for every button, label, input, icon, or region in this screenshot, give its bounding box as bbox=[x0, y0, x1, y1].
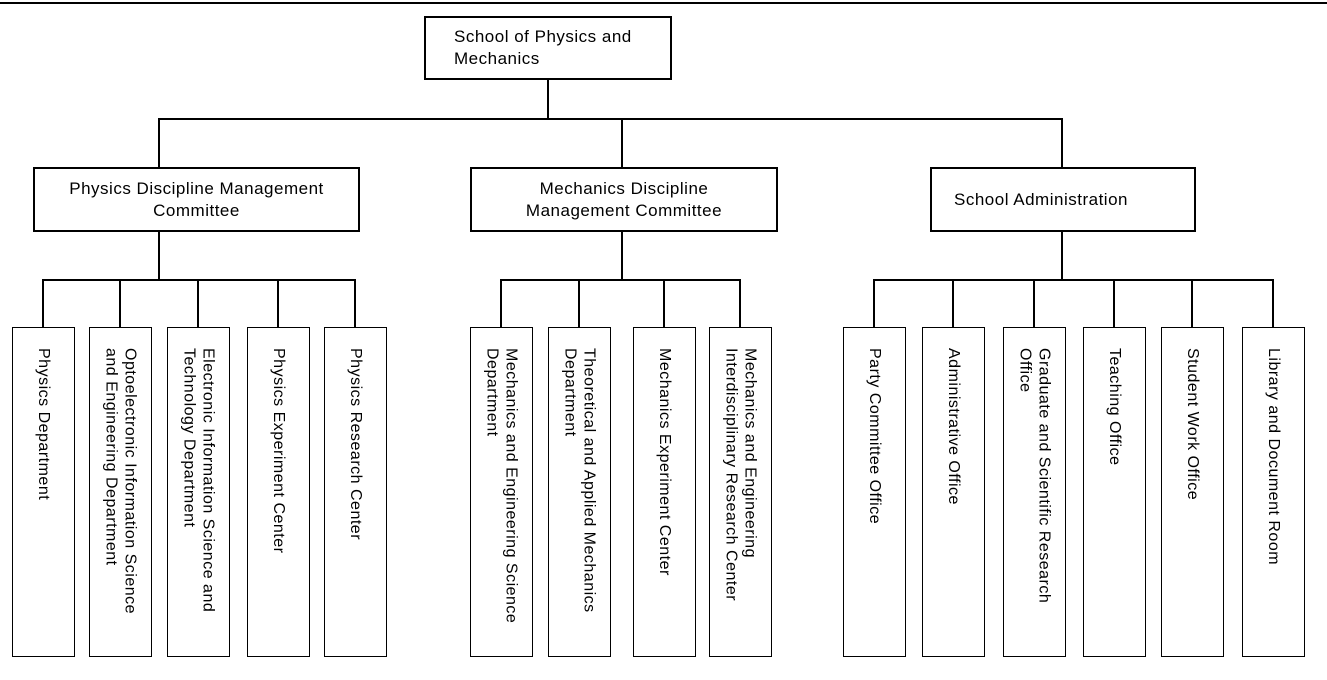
org-node-physics-research-center-label: Physics Research Center bbox=[347, 348, 364, 541]
org-node-physics-department-label: Physics Department bbox=[35, 348, 52, 501]
connector-level1-bus bbox=[158, 118, 1063, 120]
org-node-physics-committee: Physics Discipline Management Committee bbox=[33, 167, 360, 232]
org-node-administrative-office-label: Administrative Office bbox=[945, 348, 962, 505]
org-node-student-work-office: Student Work Office bbox=[1161, 327, 1224, 657]
connector-drop-physics bbox=[158, 118, 160, 167]
connector-physics-stem bbox=[158, 232, 160, 281]
connector-admin-drop-4 bbox=[1113, 279, 1115, 327]
org-node-theoretical-applied-mechanics-label: Theoretical and Applied Mechanics Depart… bbox=[561, 348, 598, 613]
org-node-mechanics-engineering-science: Mechanics and Engineering Science Depart… bbox=[470, 327, 533, 657]
connector-admin-bus bbox=[873, 279, 1274, 281]
org-node-optoelectronic-information-label: Optoelectronic Information Science and E… bbox=[102, 348, 139, 615]
org-node-teaching-office: Teaching Office bbox=[1083, 327, 1146, 657]
org-node-party-committee-office: Party Committee Office bbox=[843, 327, 906, 657]
org-node-mechanics-experiment-center-label: Mechanics Experiment Center bbox=[656, 348, 673, 576]
connector-admin-drop-6 bbox=[1272, 279, 1274, 327]
org-node-electronic-information: Electronic Information Science and Techn… bbox=[167, 327, 230, 657]
connector-mechanics-bus bbox=[500, 279, 741, 281]
connector-mechanics-stem bbox=[621, 232, 623, 281]
connector-physics-drop-4 bbox=[277, 279, 279, 327]
org-node-school-administration-label: School Administration bbox=[954, 189, 1128, 209]
connector-admin-drop-3 bbox=[1033, 279, 1035, 327]
org-node-mechanics-committee-label: Mechanics Discipline Management Committe… bbox=[525, 178, 723, 220]
org-node-party-committee-office-label: Party Committee Office bbox=[866, 348, 883, 525]
org-node-electronic-information-label: Electronic Information Science and Techn… bbox=[180, 348, 217, 613]
org-node-theoretical-applied-mechanics: Theoretical and Applied Mechanics Depart… bbox=[548, 327, 611, 657]
org-node-mechanics-interdisciplinary-label: Mechanics and Engineering Interdisciplin… bbox=[722, 348, 759, 602]
org-node-library-document-room: Library and Document Room bbox=[1242, 327, 1305, 657]
top-border-rule bbox=[0, 2, 1327, 4]
org-node-library-document-room-label: Library and Document Room bbox=[1265, 348, 1282, 566]
connector-root-stem bbox=[547, 80, 549, 119]
org-node-mechanics-experiment-center: Mechanics Experiment Center bbox=[633, 327, 696, 657]
connector-physics-drop-1 bbox=[42, 279, 44, 327]
org-node-graduate-scientific-research: Graduate and Scientific Research Office bbox=[1003, 327, 1066, 657]
connector-mechanics-drop-1 bbox=[500, 279, 502, 327]
org-node-root: School of Physics and Mechanics bbox=[424, 16, 672, 80]
connector-physics-drop-3 bbox=[197, 279, 199, 327]
org-node-physics-experiment-center: Physics Experiment Center bbox=[247, 327, 310, 657]
org-node-mechanics-committee: Mechanics Discipline Management Committe… bbox=[470, 167, 778, 232]
connector-physics-bus bbox=[42, 279, 356, 281]
org-node-school-administration: School Administration bbox=[930, 167, 1196, 232]
org-node-administrative-office: Administrative Office bbox=[922, 327, 985, 657]
org-node-graduate-scientific-research-label: Graduate and Scientific Research Office bbox=[1016, 348, 1053, 604]
connector-mechanics-drop-2 bbox=[578, 279, 580, 327]
connector-admin-drop-2 bbox=[952, 279, 954, 327]
org-node-physics-research-center: Physics Research Center bbox=[324, 327, 387, 657]
org-node-student-work-office-label: Student Work Office bbox=[1184, 348, 1201, 501]
connector-admin-drop-5 bbox=[1191, 279, 1193, 327]
connector-physics-drop-2 bbox=[119, 279, 121, 327]
org-node-physics-department: Physics Department bbox=[12, 327, 75, 657]
connector-drop-admin bbox=[1061, 118, 1063, 167]
org-node-mechanics-interdisciplinary: Mechanics and Engineering Interdisciplin… bbox=[709, 327, 772, 657]
org-node-optoelectronic-information: Optoelectronic Information Science and E… bbox=[89, 327, 152, 657]
connector-drop-mechanics bbox=[621, 118, 623, 167]
connector-admin-drop-1 bbox=[873, 279, 875, 327]
org-node-physics-experiment-center-label: Physics Experiment Center bbox=[270, 348, 287, 554]
org-node-root-label: School of Physics and Mechanics bbox=[454, 27, 632, 68]
connector-admin-stem bbox=[1061, 232, 1063, 281]
org-node-teaching-office-label: Teaching Office bbox=[1106, 348, 1123, 466]
connector-mechanics-drop-3 bbox=[663, 279, 665, 327]
org-node-mechanics-engineering-science-label: Mechanics and Engineering Science Depart… bbox=[483, 348, 520, 624]
connector-mechanics-drop-4 bbox=[739, 279, 741, 327]
org-node-physics-committee-label: Physics Discipline Management Committee bbox=[69, 178, 324, 220]
connector-physics-drop-5 bbox=[354, 279, 356, 327]
